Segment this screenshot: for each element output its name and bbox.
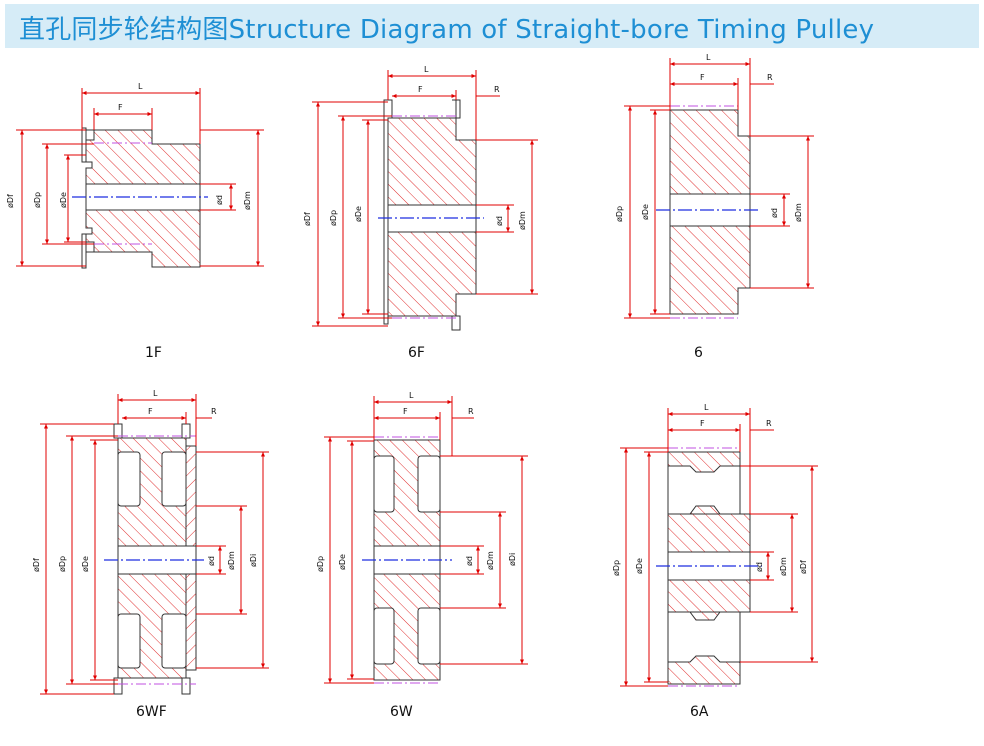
label-de-6w: øDe (338, 554, 347, 570)
pulley-body-6 (669, 109, 751, 315)
label-l-6wf: L (153, 389, 158, 398)
label-di-6w: øDi (508, 553, 517, 566)
label-f-6f: F (418, 85, 423, 94)
label-d-6w: ød (465, 556, 474, 566)
dimensions-6w (324, 396, 528, 684)
label-de-6a: øDe (635, 558, 644, 574)
label-de-6f: øDe (354, 206, 363, 222)
label-f-6wf: F (148, 407, 153, 416)
diagram-1f: L F øDf øDp øDe ød øDm 1F (6, 82, 264, 361)
label-r-6a: R (766, 419, 772, 428)
label-l-6: L (706, 53, 711, 62)
label-dp-6w: øDp (316, 556, 325, 572)
label-dm-6w: øDm (486, 551, 495, 570)
diagram-6w: L F R øDp øDe ød øDm øDi 6W (316, 391, 528, 720)
caption-6wf: 6WF (136, 704, 167, 720)
diagram-6wf: L F R øDf øDp øDe ød øDm øDi 6WF (32, 389, 269, 720)
dimensions-6f (312, 70, 538, 327)
label-di-6wf: øDi (249, 554, 258, 567)
label-f-6a: F (700, 419, 705, 428)
label-d-6wf: ød (207, 556, 216, 566)
label-r-6w: R (468, 407, 474, 416)
label-df-1f: øDf (6, 194, 15, 208)
caption-6w: 6W (390, 704, 413, 720)
pulley-body-6wf (113, 423, 197, 695)
label-dp-6: øDp (615, 206, 624, 222)
pulley-body-6f (383, 99, 477, 331)
label-l-6a: L (704, 403, 709, 412)
dimensions-6a (620, 408, 818, 687)
page-title: 直孔同步轮结构图Structure Diagram of Straight-bo… (19, 15, 875, 45)
pulley-body-1f (81, 127, 201, 269)
label-r-6: R (767, 73, 773, 82)
diagram-6f: L F R øDf øDp øDe ød øDm 6F (303, 65, 538, 361)
label-l-6f: L (424, 65, 429, 74)
label-r-6wf: R (211, 407, 217, 416)
label-dp-6wf: øDp (58, 556, 67, 572)
dimensions-6 (624, 58, 814, 319)
label-dm-6f: øDm (518, 211, 527, 230)
caption-6: 6 (694, 345, 703, 361)
diagram-6a: L F R øDp øDe ød øDm øDf 6A (612, 403, 818, 720)
caption-6a: 6A (690, 704, 709, 720)
label-dp-6f: øDp (329, 210, 338, 226)
label-f-6w: F (403, 407, 408, 416)
label-dm-6wf: øDm (227, 551, 236, 570)
label-df-6a: øDf (799, 560, 808, 574)
label-df-6f: øDf (303, 212, 312, 226)
label-dm-1f: øDm (243, 191, 252, 210)
label-r-6f: R (494, 85, 500, 94)
label-d-1f: ød (215, 195, 224, 205)
label-de-1f: øDe (59, 192, 68, 208)
title-bar: 直孔同步轮结构图Structure Diagram of Straight-bo… (5, 4, 979, 48)
label-l-1f: L (138, 82, 143, 91)
pulley-body-6a (667, 451, 751, 685)
label-de-6wf: øDe (81, 556, 90, 572)
label-d-6: ød (770, 208, 779, 218)
label-d-6f: ød (495, 216, 504, 226)
label-dp-6a: øDp (612, 560, 621, 576)
label-dp-1f: øDp (33, 192, 42, 208)
caption-1f: 1F (145, 345, 162, 361)
label-de-6: øDe (641, 204, 650, 220)
label-l-6w: L (409, 391, 414, 400)
label-f-1f: F (118, 103, 123, 112)
label-d-6a: ød (755, 562, 764, 572)
label-dm-6a: øDm (779, 557, 788, 576)
dimensions-6wf (40, 394, 269, 695)
label-f-6: F (700, 73, 705, 82)
label-df-6wf: øDf (32, 558, 41, 572)
caption-6f: 6F (408, 345, 425, 361)
dimensions-1f (16, 88, 264, 267)
diagram-6: L F R øDp øDe ød øDm 6 (615, 53, 814, 361)
label-dm-6: øDm (794, 203, 803, 222)
